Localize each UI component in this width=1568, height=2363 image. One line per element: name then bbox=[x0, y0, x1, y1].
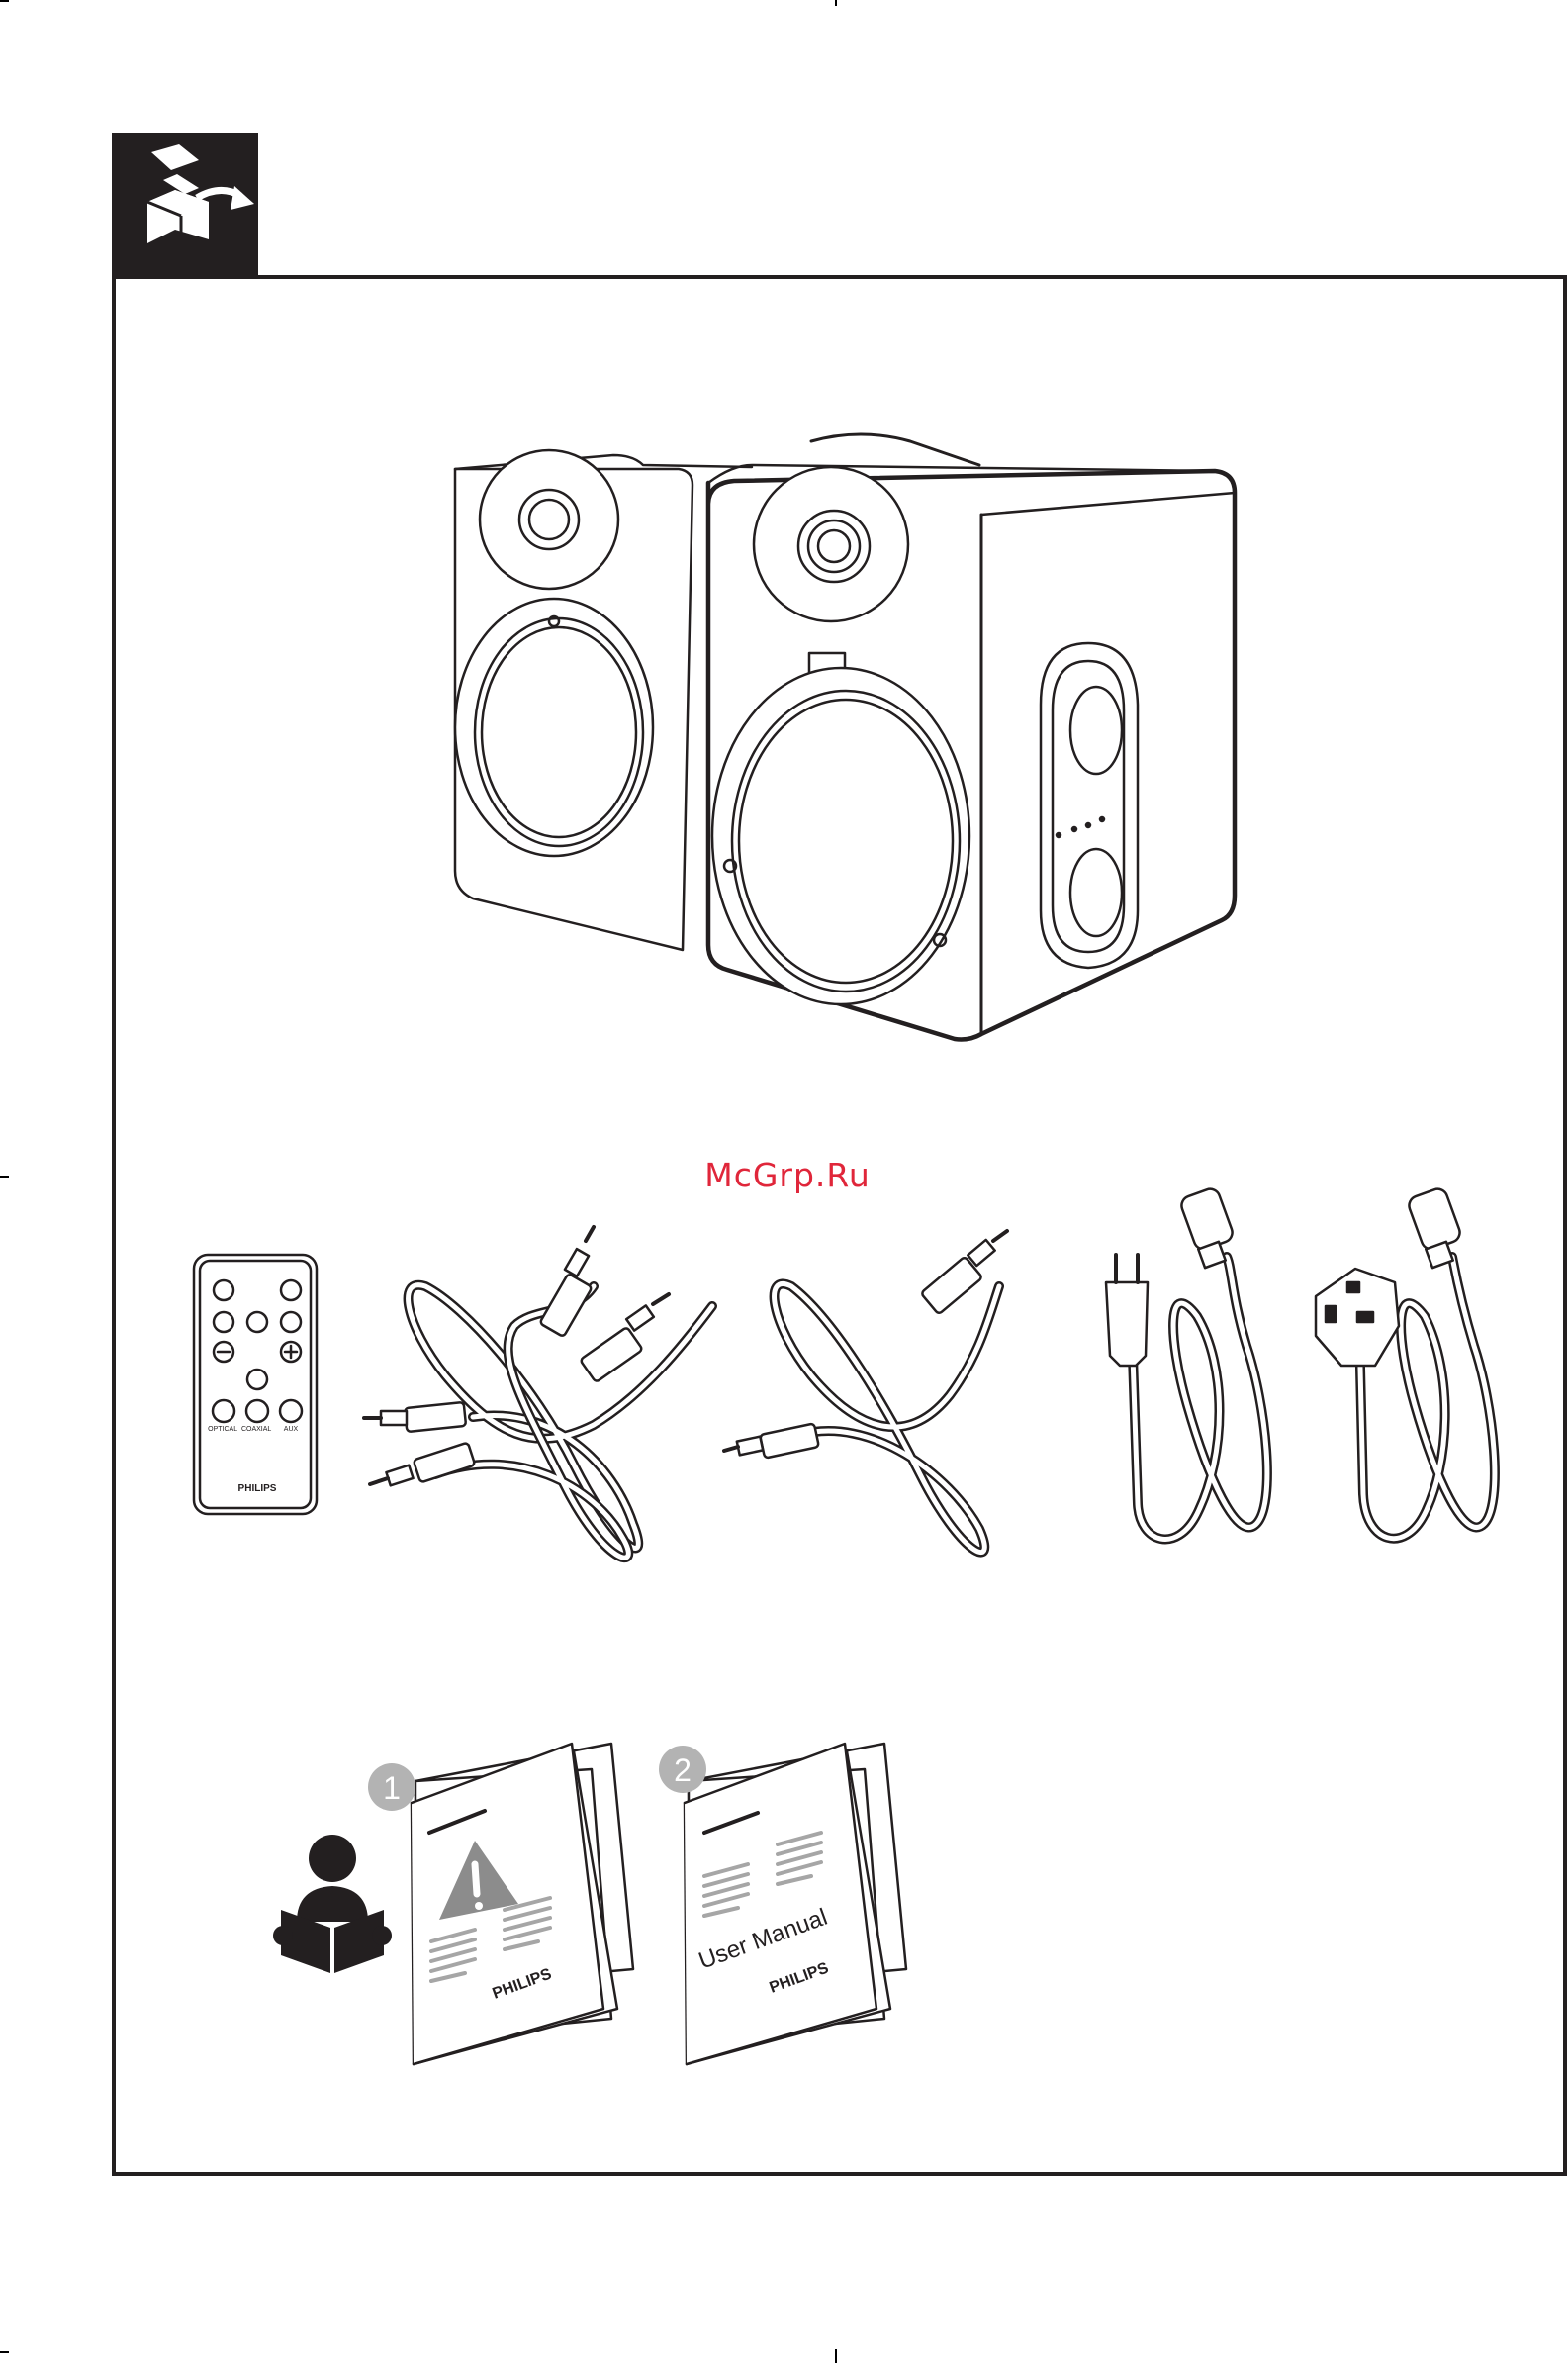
remote-brand: PHILIPS bbox=[238, 1483, 277, 1494]
power-cord-eu bbox=[1106, 1186, 1267, 1540]
rca-audio-cable bbox=[364, 1227, 712, 1558]
power-cord-uk bbox=[1316, 1186, 1495, 1539]
remote-source-labels: OPTICAL COAXIAL AUX bbox=[208, 1426, 298, 1433]
speaker-right bbox=[708, 434, 1235, 1039]
coaxial-cable bbox=[724, 1231, 1007, 1553]
user-manual-leaflet bbox=[685, 1744, 906, 2064]
watermark-text: McGrp.Ru bbox=[629, 1156, 946, 1194]
remote-control bbox=[194, 1255, 317, 1514]
safety-leaflet bbox=[412, 1744, 633, 2064]
leaflet-number: 1 bbox=[383, 1770, 401, 1806]
leaflet-number: 2 bbox=[674, 1752, 692, 1788]
read-manual-icon bbox=[273, 1835, 392, 1973]
